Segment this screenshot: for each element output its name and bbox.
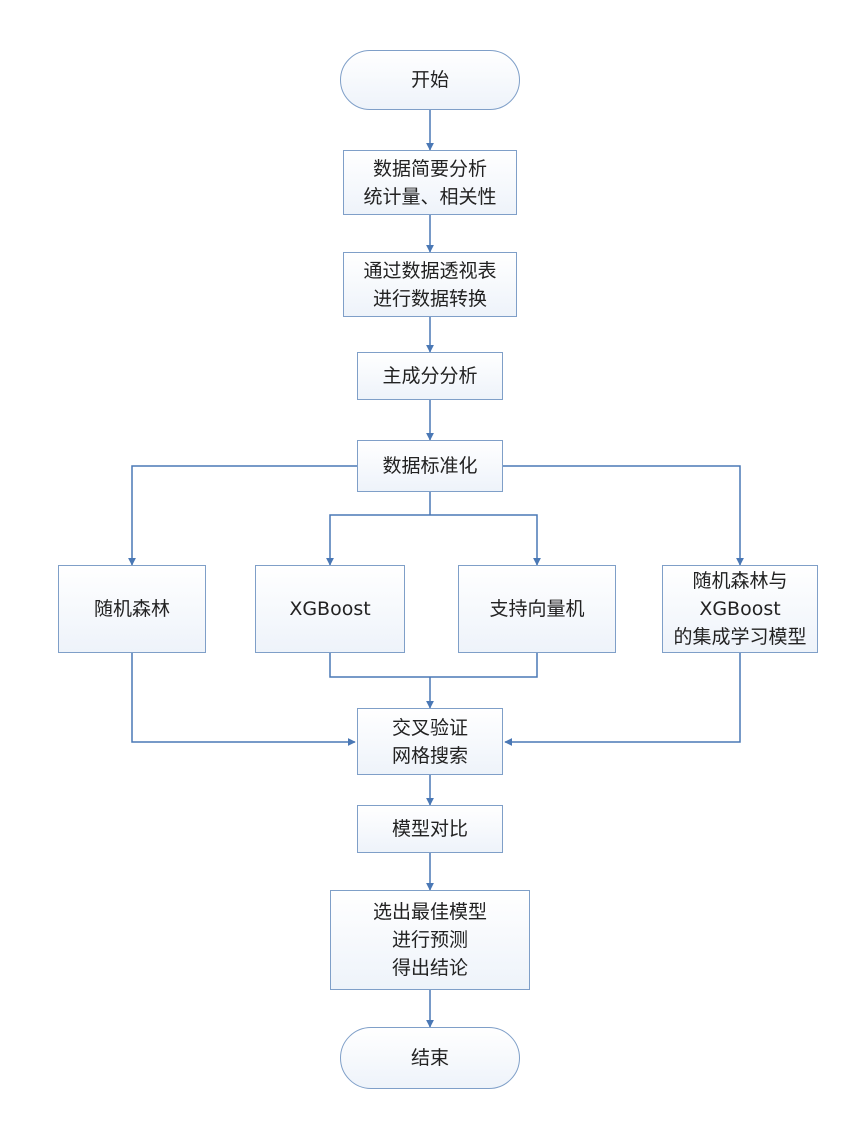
svm-label: 支持向量机	[489, 598, 585, 620]
svm-box: 支持向量机	[458, 565, 616, 653]
pivot-line-1: 通过数据透视表	[363, 259, 497, 282]
select-best-line-3: 得出结论	[391, 957, 468, 979]
xgboost-label: XGBoost	[289, 598, 371, 620]
select-best-line-1: 选出最佳模型	[372, 901, 487, 923]
edge-svm-to-merge	[430, 653, 538, 678]
normalize-box: 数据标准化	[357, 440, 503, 492]
edge-random-forest-to-cv	[131, 653, 356, 746]
select-best-box: 选出最佳模型 进行预测 得出结论	[330, 890, 530, 990]
end-node: 结束	[340, 1027, 520, 1089]
xgboost-box: XGBoost	[255, 565, 405, 653]
random-forest-label: 随机森林	[93, 598, 170, 620]
edge-xgboost-to-merge	[329, 653, 430, 678]
edge-center-fork-to-svm	[430, 514, 541, 566]
start-label: 开始	[410, 69, 449, 91]
normalize-label: 数据标准化	[382, 455, 478, 477]
select-best-line-2: 进行预测	[391, 929, 468, 951]
compare-box: 模型对比	[357, 805, 503, 853]
ensemble-line-1: 随机森林与	[692, 570, 788, 592]
pca-label: 主成分分析	[382, 365, 478, 387]
ensemble-box: 随机森林与 XGBoost 的集成学习模型	[662, 565, 818, 653]
random-forest-box: 随机森林	[58, 565, 206, 653]
ensemble-line-2: XGBoost	[699, 598, 781, 620]
cv-grid-line-2: 网格搜索	[391, 744, 468, 767]
cv-grid-line-1: 交叉验证	[391, 716, 468, 739]
ensemble-line-3: 的集成学习模型	[673, 626, 807, 648]
data-summary-box: 数据简要分析 统计量、相关性	[343, 150, 517, 215]
pivot-box: 通过数据透视表 进行数据转换	[343, 252, 517, 317]
edge-normalize-to-random-forest	[128, 465, 357, 566]
edge-center-fork-to-xgboost	[326, 514, 430, 566]
edge-normalize-to-ensemble	[503, 465, 744, 566]
data-summary-line-1: 数据简要分析	[372, 157, 487, 180]
cv-grid-box: 交叉验证 网格搜索	[357, 708, 503, 775]
pca-box: 主成分分析	[357, 352, 503, 400]
start-node: 开始	[340, 50, 520, 110]
data-summary-line-2: 统计量、相关性	[363, 185, 497, 208]
pivot-line-2: 进行数据转换	[372, 287, 487, 310]
end-label: 结束	[410, 1047, 449, 1069]
edge-ensemble-to-cv	[504, 653, 741, 746]
compare-label: 模型对比	[391, 818, 468, 840]
